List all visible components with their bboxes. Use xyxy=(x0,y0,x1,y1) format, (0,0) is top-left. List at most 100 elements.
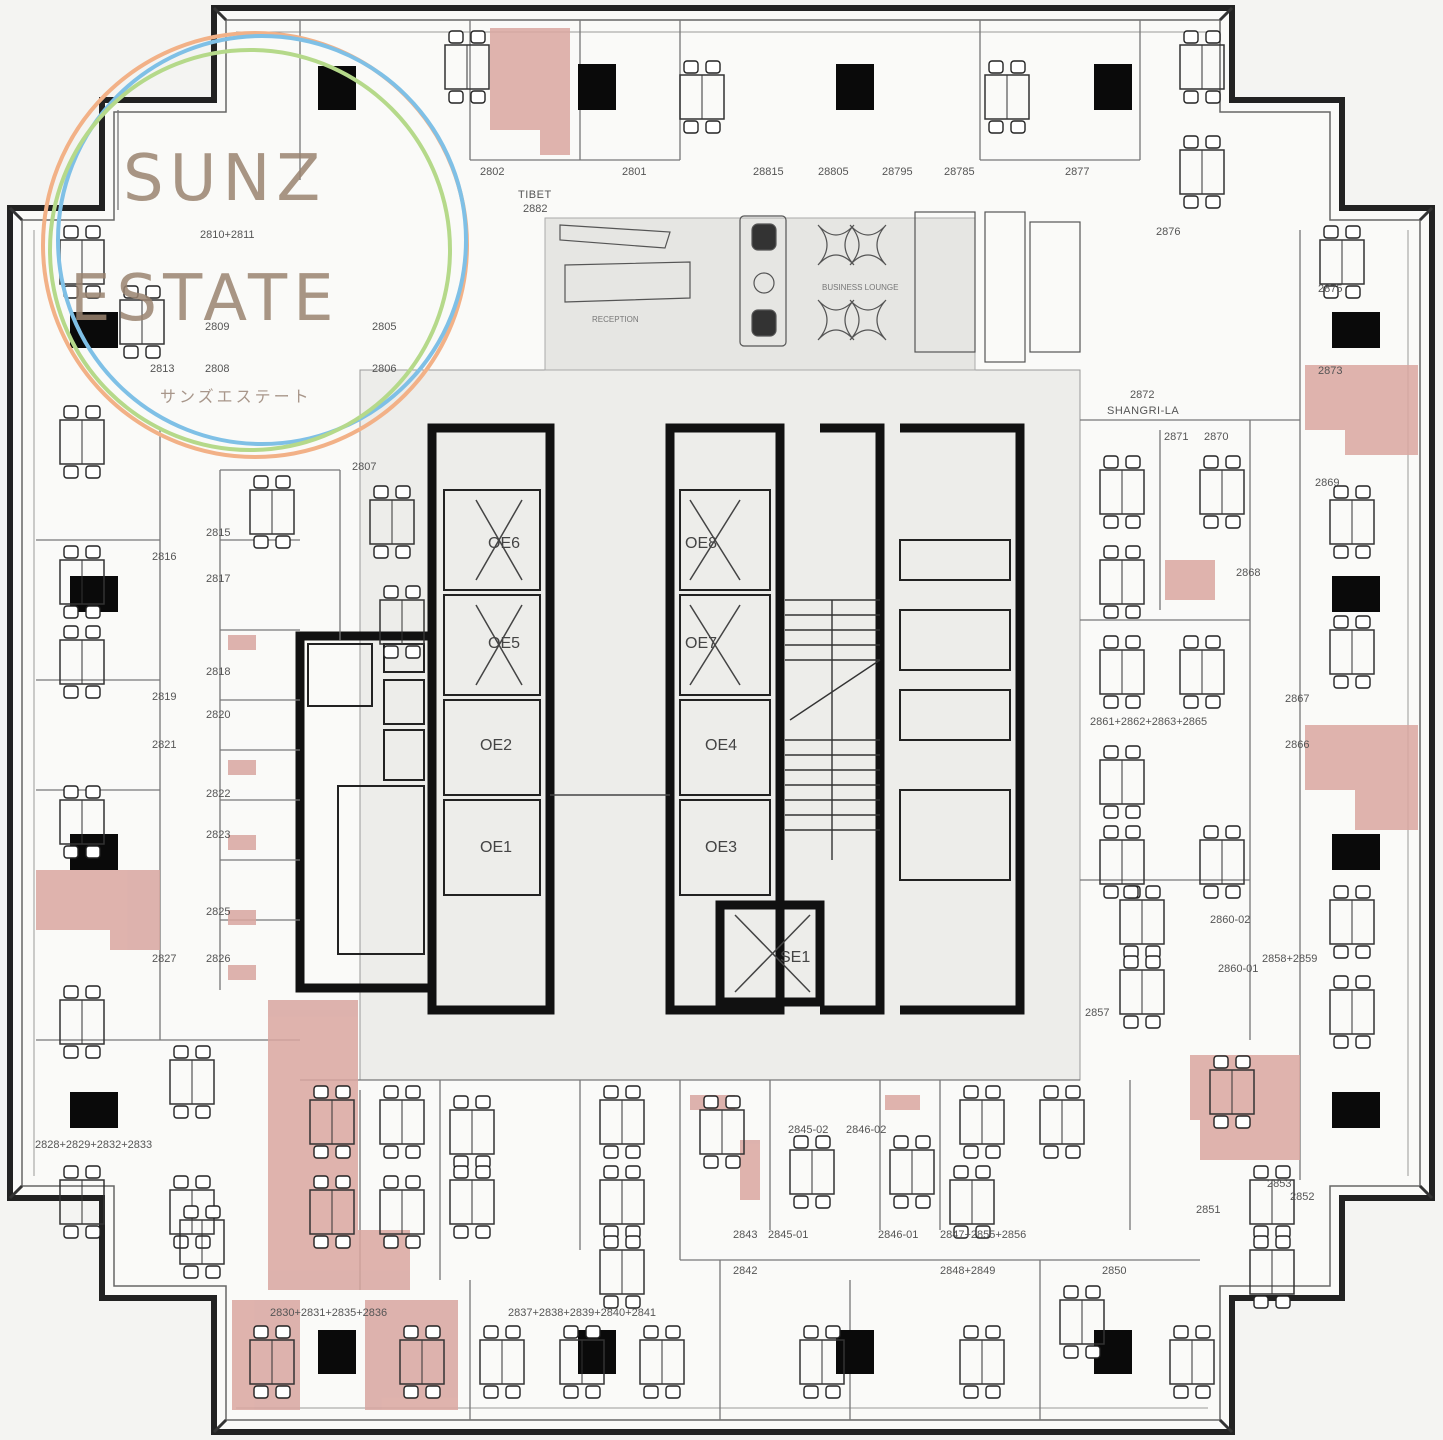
chair xyxy=(1103,805,1119,819)
chair xyxy=(173,1045,189,1059)
chair xyxy=(1205,635,1221,649)
chair xyxy=(405,645,421,659)
room-2842: 2842 xyxy=(733,1265,757,1277)
workstation xyxy=(369,485,415,559)
workstation xyxy=(559,1325,605,1399)
workstation xyxy=(1099,745,1145,819)
chair xyxy=(585,1325,601,1339)
chair xyxy=(1355,675,1371,689)
chair xyxy=(1203,825,1219,839)
chair xyxy=(173,1175,189,1189)
chair xyxy=(335,1145,351,1159)
chair xyxy=(1103,745,1119,759)
room-2847-2856: 2847+2855+2856 xyxy=(940,1229,1026,1241)
room-2860-01: 2860-01 xyxy=(1218,963,1258,975)
chair xyxy=(253,535,269,549)
chair xyxy=(563,1325,579,1339)
chair xyxy=(1183,195,1199,209)
chair xyxy=(373,545,389,559)
lift-labels: OE6 OE5 OE2 OE1 OE8 OE7 OE4 OE3 SE1 xyxy=(480,535,810,966)
room-2845-02: 2845-02 xyxy=(788,1124,828,1136)
chair xyxy=(383,1175,399,1189)
chair xyxy=(1253,1235,1269,1249)
chair xyxy=(145,285,161,299)
chair xyxy=(425,1325,441,1339)
chair xyxy=(1225,515,1241,529)
chair xyxy=(975,1225,991,1239)
chair xyxy=(1183,635,1199,649)
chair xyxy=(205,1265,221,1279)
workstation xyxy=(444,30,490,104)
workstation xyxy=(59,1165,105,1239)
chair xyxy=(1125,805,1141,819)
chair xyxy=(403,1385,419,1399)
lift-oe4-label: OE4 xyxy=(705,737,737,754)
chair xyxy=(1345,285,1361,299)
chair xyxy=(63,545,79,559)
room-2817: 2817 xyxy=(206,573,230,585)
chair xyxy=(483,1325,499,1339)
chair xyxy=(703,1155,719,1169)
chair xyxy=(173,1105,189,1119)
chair xyxy=(63,465,79,479)
chair xyxy=(683,120,699,134)
chair xyxy=(1355,885,1371,899)
brand-ring-blue xyxy=(56,34,468,446)
lift-se1-label: SE1 xyxy=(780,949,810,966)
chair xyxy=(85,785,101,799)
chair xyxy=(1333,885,1349,899)
chair xyxy=(1183,695,1199,709)
workstation xyxy=(449,1095,495,1169)
room-2843: 2843 xyxy=(733,1229,757,1241)
room-2860-02: 2860-02 xyxy=(1210,914,1250,926)
room-2808: 2808 xyxy=(205,363,229,375)
chair xyxy=(915,1195,931,1209)
chair xyxy=(1043,1085,1059,1099)
chair xyxy=(1205,195,1221,209)
chair xyxy=(985,1145,1001,1159)
room-2809: 2809 xyxy=(205,321,229,333)
room-2810-2811: 2810+2811 xyxy=(200,229,255,241)
chair xyxy=(470,30,486,44)
room-2818: 2818 xyxy=(206,666,230,678)
room-2866: 2866 xyxy=(1285,739,1309,751)
chair xyxy=(953,1225,969,1239)
workstation xyxy=(379,1085,425,1159)
zone-business-lounge: BUSINESS LOUNGE xyxy=(822,283,898,292)
chair xyxy=(1085,1285,1101,1299)
workstation xyxy=(479,1325,525,1399)
chair xyxy=(475,1225,491,1239)
workstation xyxy=(179,1205,225,1279)
room-2858-2859: 2858+2859 xyxy=(1262,953,1317,965)
chair xyxy=(1125,545,1141,559)
workstation xyxy=(1119,955,1165,1029)
workstation xyxy=(1209,1055,1255,1129)
workstation xyxy=(59,625,105,699)
chair xyxy=(405,1235,421,1249)
chair xyxy=(313,1175,329,1189)
stair xyxy=(785,599,881,860)
room-2875: 2875 xyxy=(1318,283,1342,295)
lift-oe1-label: OE1 xyxy=(480,839,512,856)
chair xyxy=(448,30,464,44)
chair xyxy=(275,1325,291,1339)
chair xyxy=(253,1325,269,1339)
chair xyxy=(1103,635,1119,649)
chair xyxy=(1333,675,1349,689)
chair xyxy=(183,1205,199,1219)
chair xyxy=(453,1225,469,1239)
chair xyxy=(403,1325,419,1339)
chair xyxy=(85,225,101,239)
chair xyxy=(985,1385,1001,1399)
chair xyxy=(1253,1295,1269,1309)
chair xyxy=(335,1085,351,1099)
chair xyxy=(63,1045,79,1059)
chair xyxy=(1195,1385,1211,1399)
chair xyxy=(603,1295,619,1309)
room-labels: 2802 2801 28815 28805 28795 28785 2877 2… xyxy=(35,166,1342,1319)
chair xyxy=(405,1145,421,1159)
chair xyxy=(705,60,721,74)
room-2819: 2819 xyxy=(152,691,176,703)
workstation xyxy=(1099,545,1145,619)
lift-oe3-label: OE3 xyxy=(705,839,737,856)
